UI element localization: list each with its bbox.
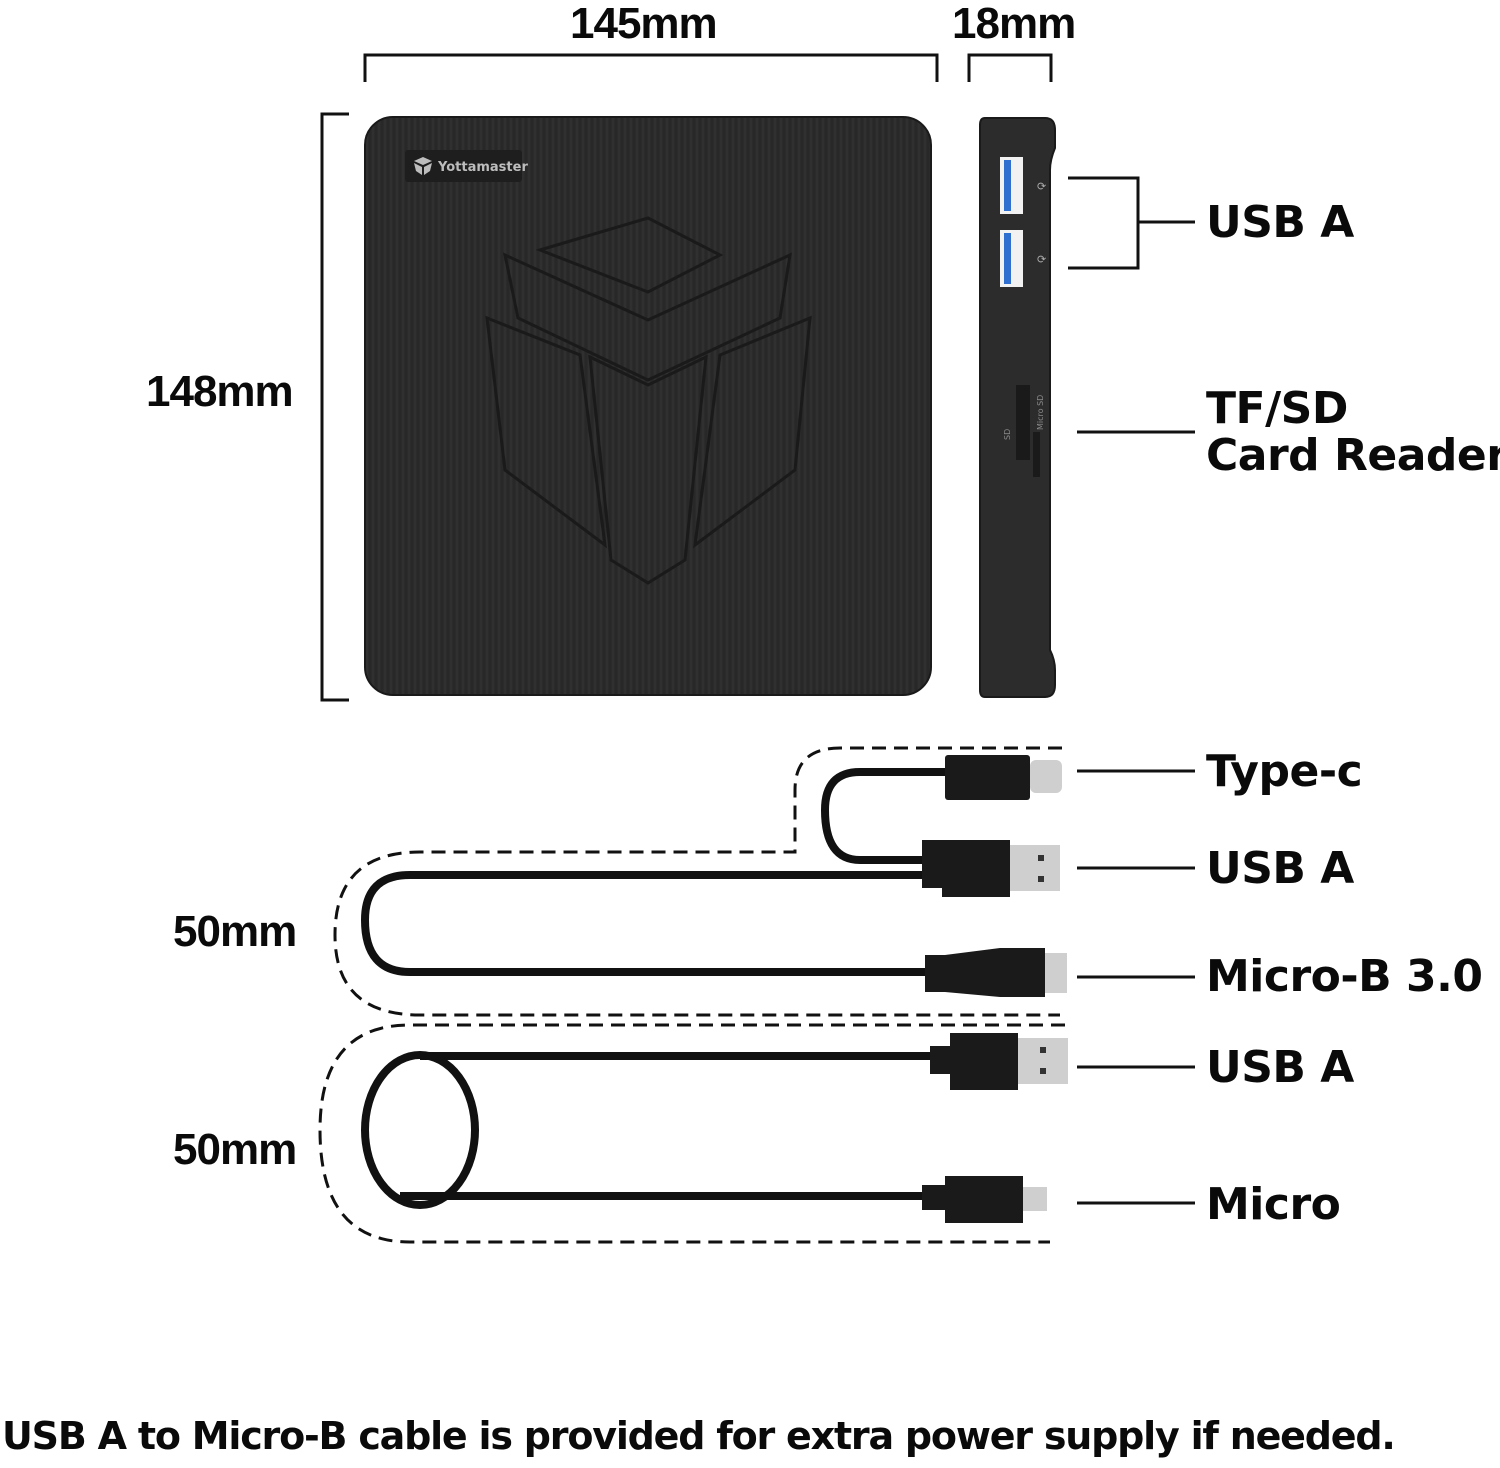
height-bracket <box>320 112 349 702</box>
depth-dimension-label: 18mm <box>952 0 1076 48</box>
type-c-label: Type-c <box>1206 746 1363 797</box>
usb-a-connector-2 <box>930 1033 1068 1090</box>
y-splitter-cable <box>360 768 945 976</box>
embossed-logo-icon <box>485 216 812 585</box>
width-bracket <box>363 53 939 82</box>
height-dimension-label: 148mm <box>146 367 294 416</box>
micro-label: Micro <box>1206 1179 1341 1230</box>
card-reader-label-line1: TF/SD <box>1206 383 1348 434</box>
usb-a-cable-label-1: USB A <box>1206 843 1354 894</box>
card-reader-label-line2: Card Reader <box>1206 430 1500 481</box>
usb-a-connector-1 <box>922 840 1060 897</box>
device-top-view: Yottamaster <box>364 116 932 696</box>
cable-1-dashed-outline <box>333 746 1062 1017</box>
superspeed-icon: ⟳ <box>1037 180 1046 193</box>
micro-sd-slot <box>1033 432 1040 477</box>
usb-a-to-micro-cable <box>361 1051 940 1209</box>
usb-a-port-1 <box>1000 157 1023 214</box>
cable-2-dashed-outline <box>318 1023 1065 1244</box>
usb-a-port-callout-line <box>1068 176 1195 270</box>
usb-a-port-2 <box>1000 230 1023 287</box>
depth-bracket <box>967 53 1053 82</box>
micro-usb-connector <box>922 1176 1047 1223</box>
micro-b-3-connector <box>925 948 1067 997</box>
micro-b-label: Micro-B 3.0 <box>1206 951 1483 1002</box>
width-dimension-label: 145mm <box>570 0 718 48</box>
brand-name: Yottamaster <box>437 160 528 175</box>
footer-note: USB A to Micro-B cable is provided for e… <box>2 1414 1396 1458</box>
sd-slot <box>1016 385 1030 460</box>
svg-text:SD: SD <box>1003 429 1012 440</box>
cable-1-length-label: 50mm <box>173 907 297 956</box>
brand-logo-icon <box>414 157 432 175</box>
usb-a-cable-label-2: USB A <box>1206 1042 1354 1093</box>
superspeed-icon: ⟳ <box>1037 253 1046 266</box>
usb-a-port-label: USB A <box>1206 197 1354 248</box>
svg-text:Micro SD: Micro SD <box>1036 395 1045 430</box>
cable-2-length-label: 50mm <box>173 1125 297 1174</box>
device-side-view: ⟳ ⟳ SD Micro SD <box>979 117 1056 698</box>
type-c-connector <box>945 755 1062 800</box>
